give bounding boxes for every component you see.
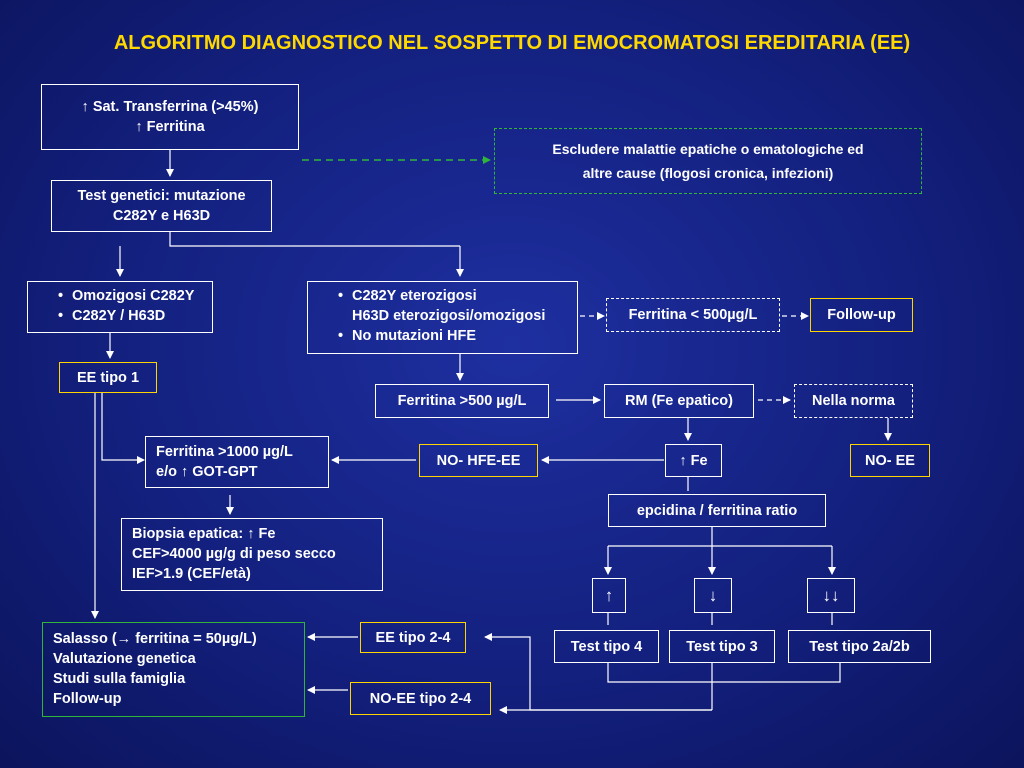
test-type4-box: Test tipo 4	[554, 630, 659, 663]
ratio-very-low-box: ↓↓	[807, 578, 855, 613]
heterozygous-item: No mutazioni HFE	[338, 326, 569, 346]
heterozygous-box: C282Y eterozigosi H63D eterozigosi/omozi…	[307, 281, 578, 354]
homozygous-box: Omozigosi C282Y C282Y / H63D	[27, 281, 213, 333]
followup-box: Follow-up	[810, 298, 913, 332]
biopsy-line1: Biopsia epatica: ↑ Fe	[132, 526, 276, 542]
diagram-title: ALGORITMO DIAGNOSTICO NEL SOSPETTO DI EM…	[113, 32, 911, 54]
arrow-down-icon: ↓	[708, 585, 718, 605]
ee-type24-label: EE tipo 2-4	[375, 629, 451, 646]
normal-box: Nella norma	[794, 384, 913, 418]
arrow-up-icon: ↑	[604, 585, 614, 605]
start-line1: ↑ Sat. Transferrina (>45%)	[81, 99, 259, 115]
genetic-line1: Test genetici: mutazione	[77, 188, 246, 204]
biopsy-line3: IEF>1.9 (CEF/età)	[132, 566, 251, 582]
ee-type1-box: EE tipo 1	[59, 362, 157, 393]
ratio-high-box: ↑	[592, 578, 626, 613]
test-type2-box: Test tipo 2a/2b	[788, 630, 931, 663]
hepcidin-ratio-label: epcidina / ferritina ratio	[636, 502, 798, 519]
no-ee-box: NO- EE	[850, 444, 930, 477]
mri-box: RM (Fe epatico)	[604, 384, 754, 418]
ee-type1-label: EE tipo 1	[76, 369, 140, 386]
test-type4-label: Test tipo 4	[570, 638, 643, 655]
start-box: ↑ Sat. Transferrina (>45%) ↑ Ferritina	[41, 84, 299, 150]
ferritin-low-label: Ferritina < 500µg/L	[628, 307, 758, 323]
no-hfe-ee-box: NO- HFE-EE	[419, 444, 538, 477]
test-type3-box: Test tipo 3	[669, 630, 775, 663]
exclude-line1: Escludere malattie epatiche o ematologic…	[552, 141, 864, 157]
ee-type24-box: EE tipo 2-4	[360, 622, 466, 653]
iron-high-label: ↑ Fe	[679, 452, 708, 469]
hepcidin-ratio-box: epcidina / ferritina ratio	[608, 494, 826, 527]
treatment-line4: Follow-up	[53, 691, 122, 707]
ferritin-high-box: Ferritina >500 µg/L	[375, 384, 549, 418]
double-arrow-down-icon: ↓↓	[822, 585, 840, 605]
exclude-box: Escludere malattie epatiche o ematologic…	[494, 128, 922, 194]
test-type2-label: Test tipo 2a/2b	[809, 638, 910, 655]
treatment-line2: Valutazione genetica	[53, 651, 196, 667]
genetic-test-box: Test genetici: mutazione C282Y e H63D	[51, 180, 272, 232]
ratio-low-box: ↓	[694, 578, 732, 613]
genetic-line2: C282Y e H63D	[112, 208, 211, 224]
exclude-line2: altre cause (flogosi cronica, infezioni)	[582, 165, 834, 181]
ferritin-low-box: Ferritina < 500µg/L	[606, 298, 780, 332]
no-ee-label: NO- EE	[865, 452, 915, 469]
ferritin-1000-box: Ferritina >1000 µg/L e/o ↑ GOT-GPT	[145, 436, 329, 488]
biopsy-box: Biopsia epatica: ↑ Fe CEF>4000 µg/g di p…	[121, 518, 383, 591]
treatment-box: Salasso (→ ferritina = 50µg/L) Valutazio…	[42, 622, 305, 717]
iron-high-box: ↑ Fe	[665, 444, 722, 477]
no-ee-type24-box: NO-EE tipo 2-4	[350, 682, 491, 715]
heterozygous-item-line1: C282Y eterozigosi	[352, 288, 477, 304]
ferritin-1000-line2: e/o ↑ GOT-GPT	[156, 464, 258, 480]
ferritin-high-label: Ferritina >500 µg/L	[397, 393, 527, 409]
no-ee-type24-label: NO-EE tipo 2-4	[369, 690, 472, 707]
test-type3-label: Test tipo 3	[686, 638, 758, 655]
treatment-line3: Studi sulla famiglia	[53, 671, 186, 687]
heterozygous-item-line2: H63D eterozigosi/omozigosi	[352, 308, 546, 324]
heterozygous-item: C282Y eterozigosi H63D eterozigosi/omozi…	[338, 286, 569, 326]
biopsy-line2: CEF>4000 µg/g di peso secco	[132, 546, 336, 562]
homozygous-item: C282Y / H63D	[58, 306, 204, 326]
treatment-line1: Salasso (→ ferritina = 50µg/L)	[53, 631, 257, 647]
homozygous-item: Omozigosi C282Y	[58, 286, 204, 306]
start-line2: ↑ Ferritina	[135, 119, 205, 135]
no-hfe-ee-label: NO- HFE-EE	[436, 452, 521, 469]
followup-label: Follow-up	[827, 307, 896, 323]
ferritin-1000-line1: Ferritina >1000 µg/L	[156, 444, 293, 460]
mri-label: RM (Fe epatico)	[625, 393, 733, 409]
normal-label: Nella norma	[812, 393, 895, 409]
